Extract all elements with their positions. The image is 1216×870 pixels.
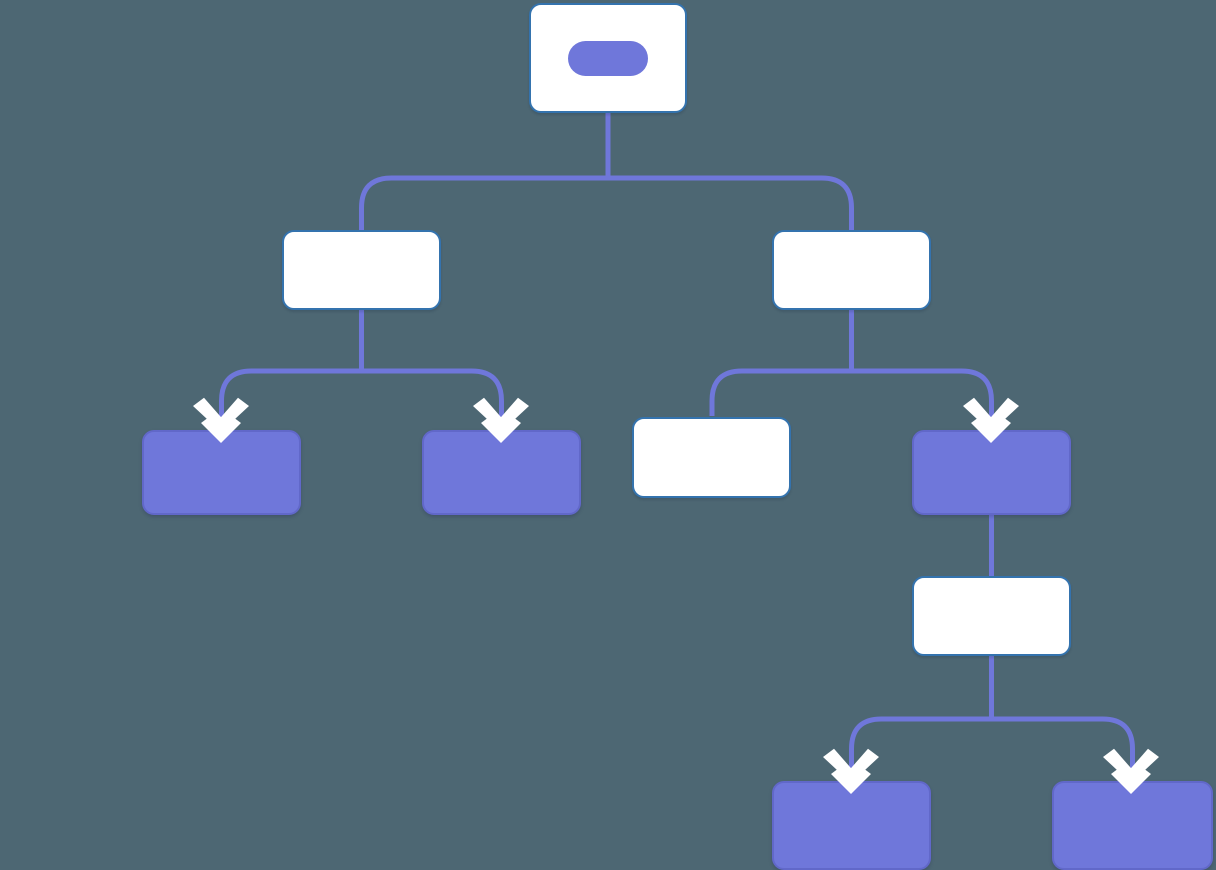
diagram-node-n1[interactable] — [282, 230, 441, 310]
diagram-node-n0[interactable] — [529, 3, 687, 113]
diagram-node-n3[interactable] — [142, 430, 301, 515]
diagram-node-n6[interactable] — [912, 430, 1071, 515]
diagram-node-n7[interactable] — [912, 576, 1071, 656]
diagram-node-n8[interactable] — [772, 781, 931, 870]
diagram-node-n5[interactable] — [632, 417, 791, 498]
diagram-node-n2[interactable] — [772, 230, 931, 310]
diagram-node-n9[interactable] — [1052, 781, 1213, 870]
node-label-pill — [568, 41, 648, 76]
diagram-node-n4[interactable] — [422, 430, 581, 515]
